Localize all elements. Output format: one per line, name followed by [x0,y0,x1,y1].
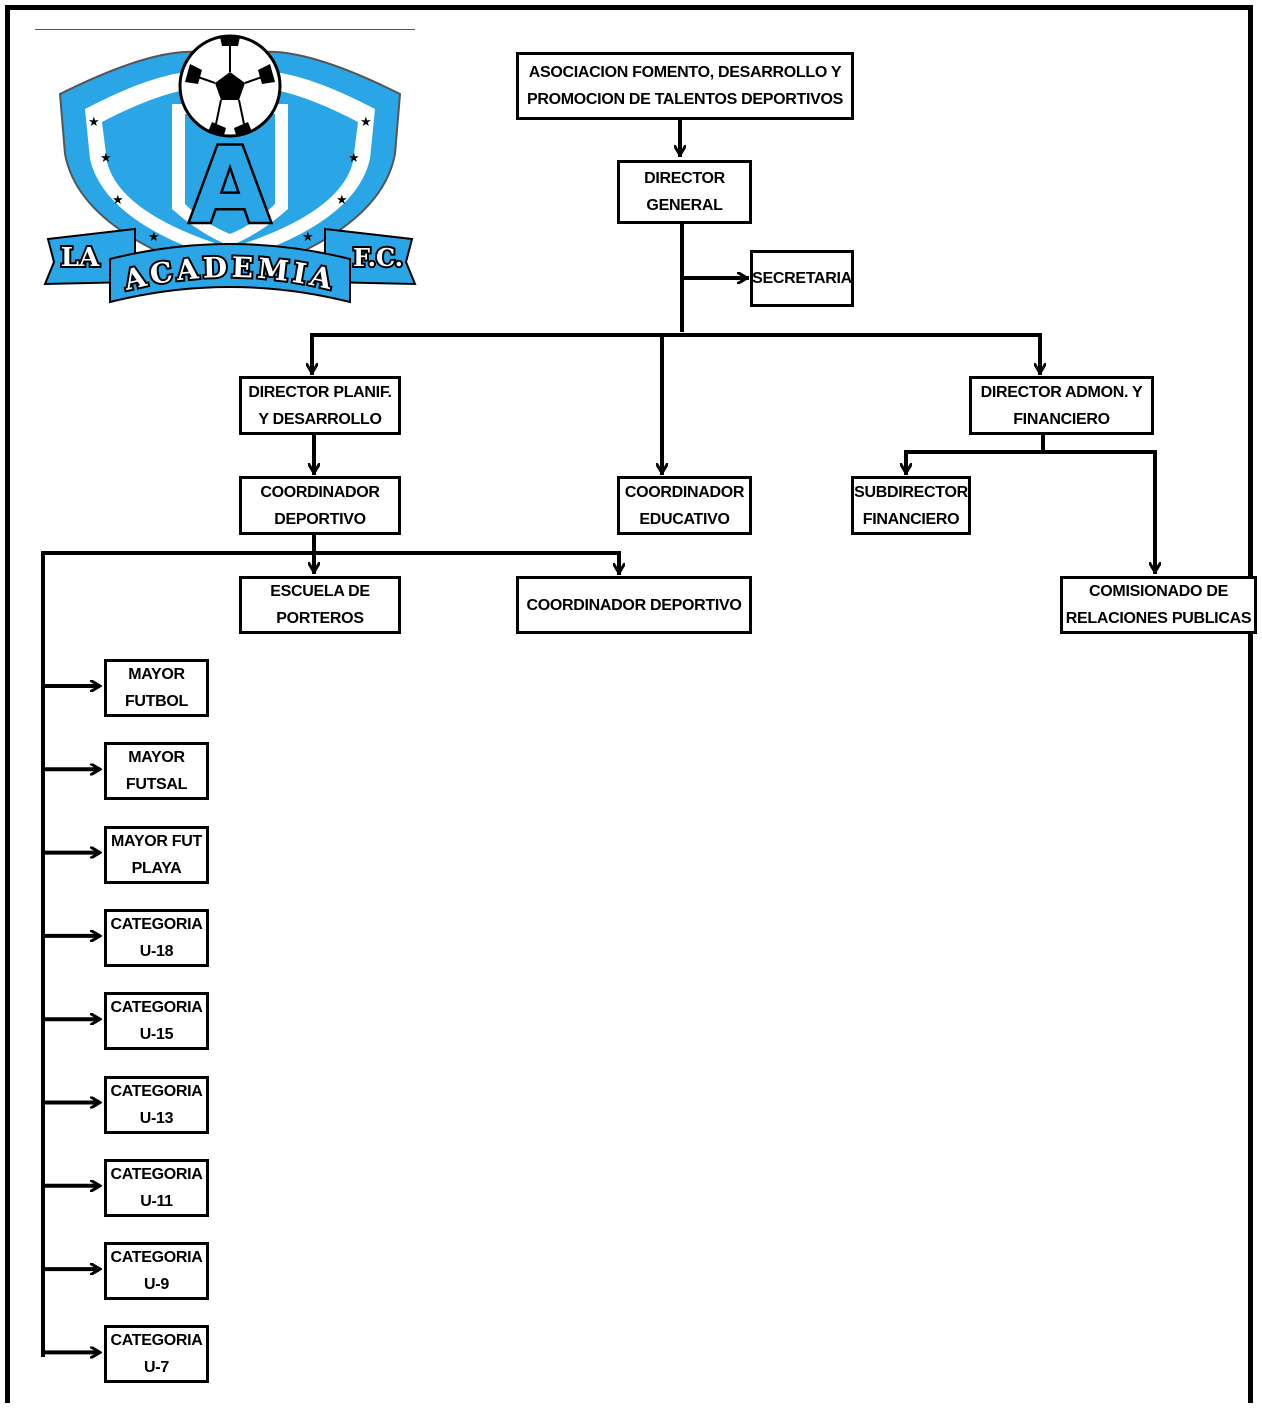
node-category: CATEGORIA U-9 [104,1242,209,1301]
node-asociacion: ASOCIACION FOMENTO, DESARROLLO Y PROMOCI… [516,52,854,120]
node-category: CATEGORIA U-13 [104,1075,209,1134]
logo-lettering-left: LA [61,243,100,273]
svg-text:★: ★ [112,193,124,208]
node-coord-deportivo-2: COORDINADOR DEPORTIVO [516,576,752,634]
node-category: MAYOR FUTBOL [104,659,209,717]
header-rule [35,29,415,30]
svg-text:★: ★ [336,193,348,208]
node-secretaria: SECRETARIA [750,250,854,307]
node-escuela-porteros: ESCUELA DE PORTEROS [239,576,401,634]
node-category: CATEGORIA U-15 [104,992,209,1051]
node-director-general: DIRECTOR GENERAL [617,160,752,224]
node-director-admon: DIRECTOR ADMON. Y FINANCIERO [969,376,1154,435]
node-category: CATEGORIA U-18 [104,908,209,967]
node-subdirector-financiero: SUBDIRECTOR FINANCIERO [851,476,971,535]
soccer-ball-icon [178,34,282,138]
svg-text:★: ★ [360,115,372,130]
svg-text:★: ★ [100,151,112,166]
svg-text:★: ★ [148,230,160,245]
svg-text:★: ★ [348,151,360,166]
svg-text:★: ★ [302,230,314,245]
node-category: MAYOR FUTSAL [104,742,209,801]
node-category: CATEGORIA U-7 [104,1325,209,1384]
club-logo: ★★★ ★★ ★★★ ★★ A LA F.C. ACADEMIA [43,34,417,304]
node-category: MAYOR FUT PLAYA [104,825,209,884]
node-coord-deportivo: COORDINADOR DEPORTIVO [239,476,401,535]
node-comisionado: COMISIONADO DE RELACIONES PUBLICAS [1060,576,1257,634]
node-coord-educativo: COORDINADOR EDUCATIVO [617,476,752,535]
node-director-planif: DIRECTOR PLANIF. Y DESARROLLO [239,376,401,435]
logo-lettering-right: F.C. [353,243,403,272]
svg-text:★: ★ [88,115,100,130]
page-frame [5,5,1253,1403]
crest-letter: A [190,125,271,247]
node-category: CATEGORIA U-11 [104,1158,209,1217]
